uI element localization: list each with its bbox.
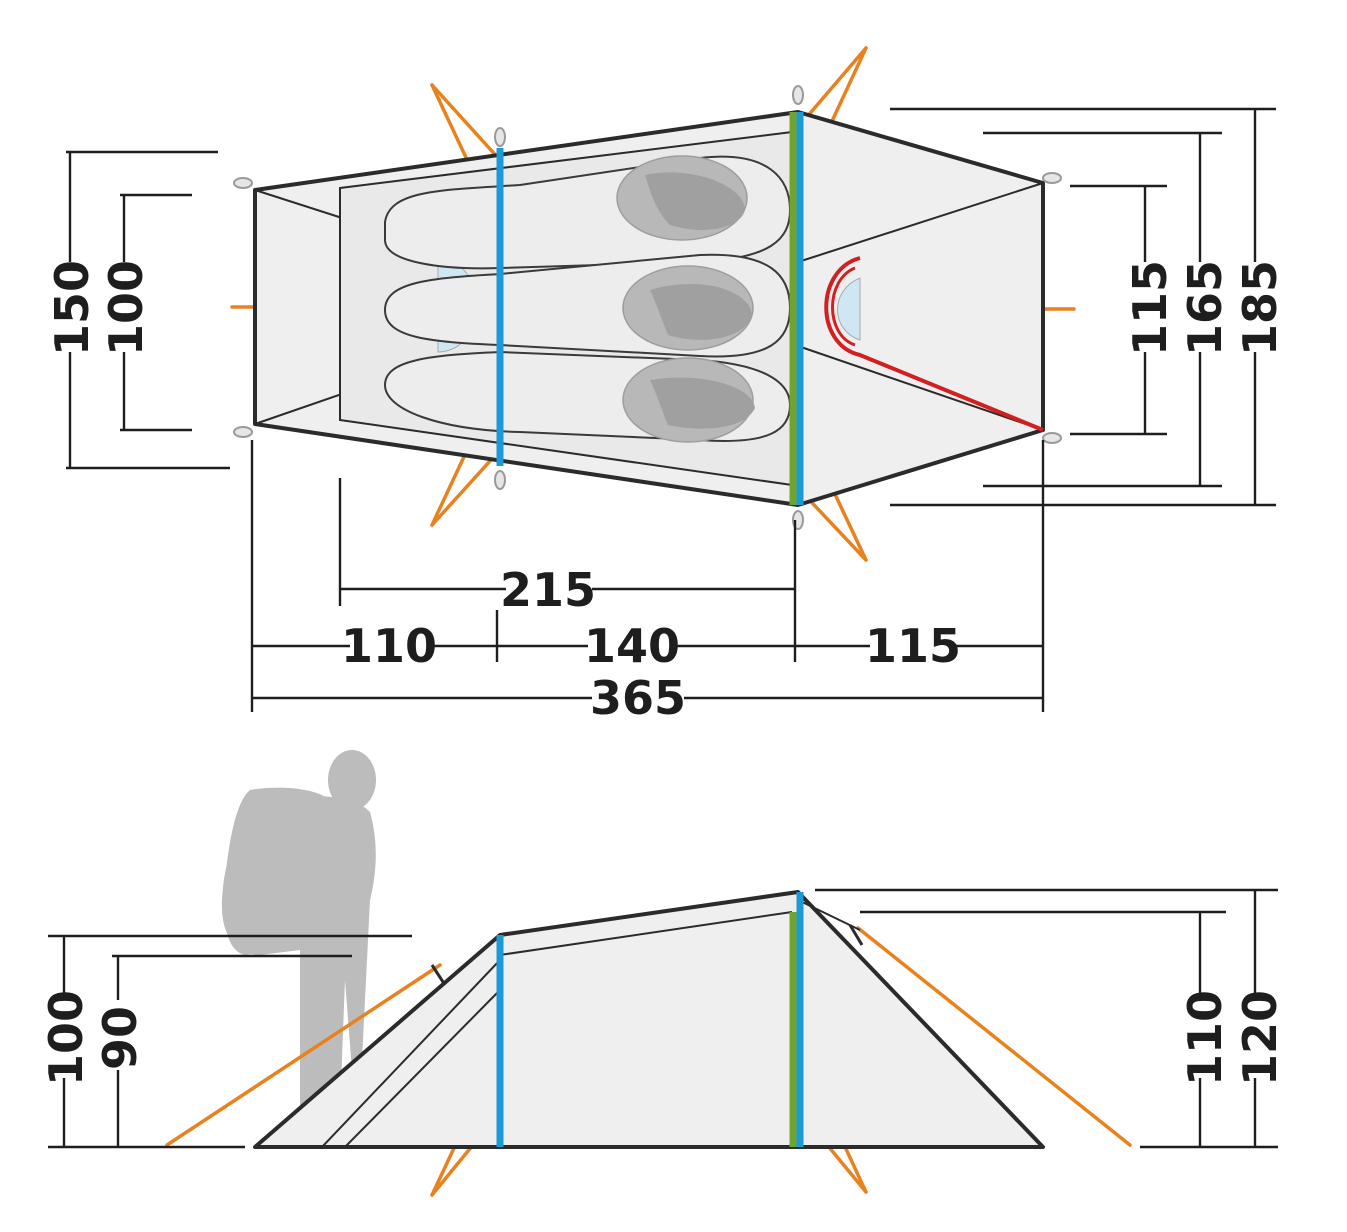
pegs-top <box>233 85 1062 530</box>
segment-label-140: 140 <box>584 619 680 673</box>
height-label-90: 90 <box>93 1006 147 1070</box>
height-label-100: 100 <box>39 990 93 1086</box>
width-dims-right: 115 165 185 <box>890 107 1287 507</box>
front-window <box>837 277 861 341</box>
door-zip <box>824 256 1044 432</box>
width-label-115: 115 <box>1123 260 1177 356</box>
width-label-185: 185 <box>1233 260 1287 356</box>
width-label-150: 150 <box>45 260 99 356</box>
length-dims: 215 110 140 115 365 <box>250 440 1045 725</box>
length-label-215: 215 <box>500 563 596 617</box>
segment-label-110: 110 <box>341 619 437 673</box>
height-dims-right: 110 120 <box>815 888 1287 1147</box>
height-dims-left: 100 90 <box>39 934 412 1147</box>
side-view: 100 90 110 120 <box>39 750 1287 1197</box>
top-view: 150 100 115 165 185 215 <box>45 46 1287 725</box>
segment-label-115: 115 <box>865 619 961 673</box>
height-label-120: 120 <box>1233 990 1287 1086</box>
width-label-165: 165 <box>1178 260 1232 356</box>
sleeping-bags <box>383 155 792 443</box>
width-label-100: 100 <box>99 260 153 356</box>
height-label-110: 110 <box>1178 990 1232 1086</box>
length-label-365: 365 <box>590 671 686 725</box>
width-dims-left: 150 100 <box>45 150 230 470</box>
fly-outline-side <box>253 890 1045 1149</box>
